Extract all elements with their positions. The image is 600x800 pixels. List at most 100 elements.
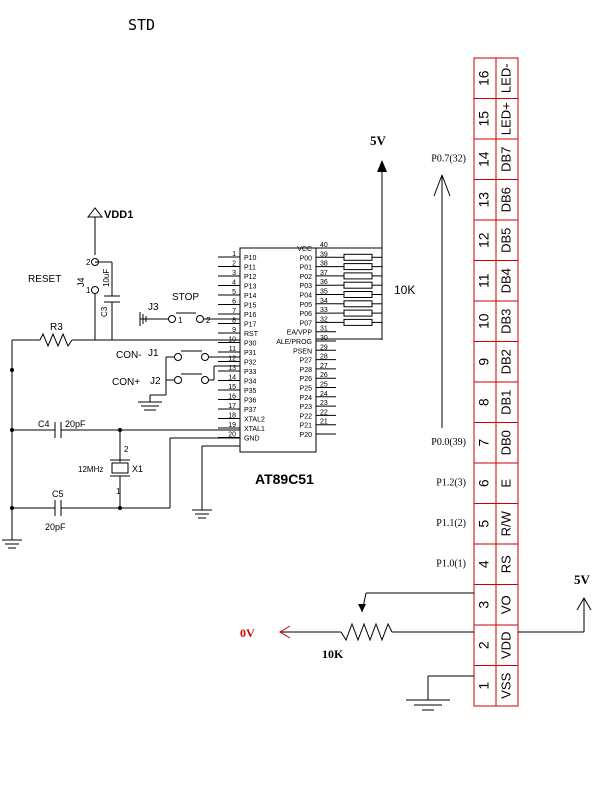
mcu-pin-label: P04 <box>300 293 313 300</box>
lcd-pin-name: VDD <box>498 632 513 659</box>
mcu-pin-label: P15 <box>244 303 257 310</box>
lcd-pin-name: DB1 <box>498 390 513 415</box>
lcd-pin-name: LED- <box>498 63 513 93</box>
mcu-pin-label: P12 <box>244 274 257 281</box>
mcu-pin-number: 14 <box>228 375 236 382</box>
c4-label: C4 <box>38 419 50 429</box>
mcu-pin-label: P02 <box>300 274 313 281</box>
mcu-pin-number: 11 <box>229 346 236 353</box>
lcd-pin-name: E <box>498 479 513 488</box>
lcd-pin-name: LED+ <box>498 102 513 135</box>
stop-pin2: 2 <box>206 316 211 325</box>
c3-label: C3 <box>100 306 109 317</box>
lcd-pin-number: 1 <box>476 682 492 690</box>
mcu-pin-number: 6 <box>232 299 236 306</box>
lcd-pin-number: 8 <box>476 398 492 406</box>
c4-value: 20pF <box>65 419 86 429</box>
mcu-pin-label: P11 <box>244 265 256 272</box>
mcu-pin-label: P00 <box>300 255 313 262</box>
lcd-signal-label: P1.2(3) <box>436 477 466 488</box>
mcu-pin-number: 13 <box>228 365 236 372</box>
lcd-pin-number: 10 <box>476 313 492 329</box>
resistor-array <box>336 253 382 326</box>
mcu-pin-number: 1 <box>232 251 236 258</box>
con-minus-label: CON- <box>116 350 142 361</box>
lcd-pin-name: DB0 <box>498 430 513 455</box>
mcu-pin-label: P06 <box>300 311 313 318</box>
mcu-pin-label: P13 <box>244 284 257 291</box>
mcu-pin-label: P34 <box>244 379 257 386</box>
pullup-resistor <box>343 272 373 280</box>
mcu-pin-label: P05 <box>300 302 313 309</box>
lcd-pin-number: 12 <box>476 232 492 248</box>
mcu-pin-number: 4 <box>232 280 236 287</box>
mcu-pin-label: P17 <box>244 322 257 329</box>
mcu-pin-number: 9 <box>232 327 236 334</box>
mcu-left-pins: 1P102P113P124P135P146P157P168P179RST10P3… <box>218 251 265 443</box>
mcu-pin-label: P23 <box>300 404 313 411</box>
mcu-pin-label: P25 <box>300 386 313 393</box>
lcd-signal-label: P1.1(2) <box>436 518 466 529</box>
j4-pin1: 1 <box>86 286 91 295</box>
lcd-pin-name: VSS <box>498 672 513 698</box>
mcu-pin-number: 33 <box>320 307 328 314</box>
mcu-pin-label: P03 <box>300 283 313 290</box>
r3-label: R3 <box>50 322 63 333</box>
lcd-pin-name: DB2 <box>498 349 513 374</box>
mcu-pin-label: P28 <box>300 367 313 374</box>
mcu-pin-label: P21 <box>300 423 313 430</box>
mcu-pin-number: 24 <box>320 391 328 398</box>
x1-pin1: 1 <box>116 487 121 496</box>
mcu-pin-label: P20 <box>300 432 313 439</box>
mcu-pin-label: P16 <box>244 312 257 319</box>
lcd-pin-number: 3 <box>476 601 492 609</box>
mcu-pin-number: 26 <box>320 372 328 379</box>
lcd-pin-name: VO <box>498 595 513 614</box>
lcd-pin-number: 15 <box>476 111 492 127</box>
lcd-signal-label: P0.0(39) <box>431 437 466 448</box>
mcu-pin-number: 28 <box>320 354 328 361</box>
mcu-pin-number: 37 <box>320 270 328 277</box>
con-switches: J1 CON- J2 CON+ <box>112 348 240 411</box>
mcu-pin-number: 23 <box>320 400 328 407</box>
mcu-pin-label: P37 <box>244 407 257 414</box>
mcu-pin-number: 17 <box>228 403 236 410</box>
pullup-resistor <box>343 300 373 308</box>
mcu-pin-number: 3 <box>232 270 236 277</box>
mcu-right-pins: 40VCC39P0038P0137P0236P0335P0434P0533P06… <box>276 242 336 439</box>
lcd-pin-name: DB5 <box>498 228 513 253</box>
mcu-pin-number: 38 <box>320 261 328 268</box>
lcd-pin-name: DB6 <box>498 187 513 212</box>
lcd-pin-number: 2 <box>476 641 492 649</box>
mcu-pin-number: 12 <box>228 356 236 363</box>
mcu-pin-number: 31 <box>320 326 328 333</box>
reset-circuit: VDD1 J4 2 1 RESET 10uF C3 <box>28 207 240 341</box>
mcu-pin-number: 2 <box>232 261 236 268</box>
j3-label: J3 <box>148 302 159 313</box>
mcu-pin-number: 29 <box>320 344 328 351</box>
pullup-resistor <box>343 309 373 317</box>
lcd-pin-name: DB7 <box>498 147 513 172</box>
mcu-pin-number: 25 <box>320 382 328 389</box>
mcu-pin-label: P07 <box>300 320 313 327</box>
mcu-pin-label: VCC <box>297 246 312 253</box>
lcd-pin-number: 14 <box>476 151 492 167</box>
mcu-pin-number: 21 <box>320 419 328 426</box>
mcu-pin-number: 8 <box>232 318 236 325</box>
lcd-pin-number: 7 <box>476 439 492 447</box>
mcu-pin-number: 15 <box>228 384 236 391</box>
mcu-pin-label: XTAL1 <box>244 426 265 433</box>
vdd1-label: VDD1 <box>104 209 133 221</box>
lcd-pin-name: DB3 <box>498 309 513 334</box>
crystal-label: 12MHz <box>78 465 103 474</box>
lcd-pin-number: 13 <box>476 192 492 208</box>
mcu-pin-number: 27 <box>320 363 328 370</box>
reset-label: RESET <box>28 274 61 285</box>
stop-label: STOP <box>172 292 199 303</box>
mcu-pin-label: P26 <box>300 376 313 383</box>
mcu-pin-number: 20 <box>228 432 236 439</box>
mcu-pin-label: P14 <box>244 293 257 300</box>
pullup-resistor <box>343 281 373 289</box>
